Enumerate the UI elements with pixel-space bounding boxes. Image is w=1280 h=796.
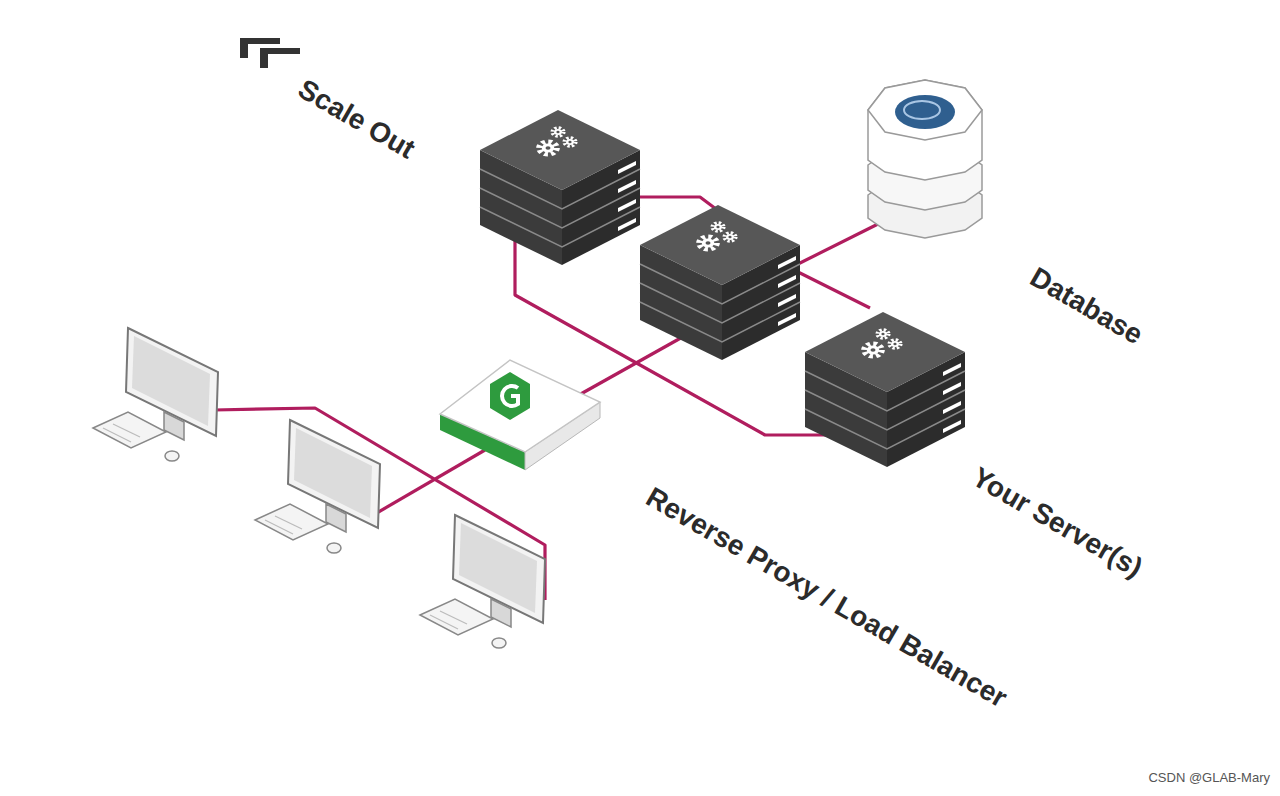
component-label: Your Server(s) bbox=[967, 462, 1148, 584]
component-label: Database bbox=[1025, 262, 1148, 351]
component-label: Reverse Proxy / Load Balancer bbox=[641, 482, 1012, 714]
section-heading: Scale Out bbox=[293, 74, 420, 165]
watermark: CSDN @GLAB-Mary bbox=[1148, 770, 1270, 786]
